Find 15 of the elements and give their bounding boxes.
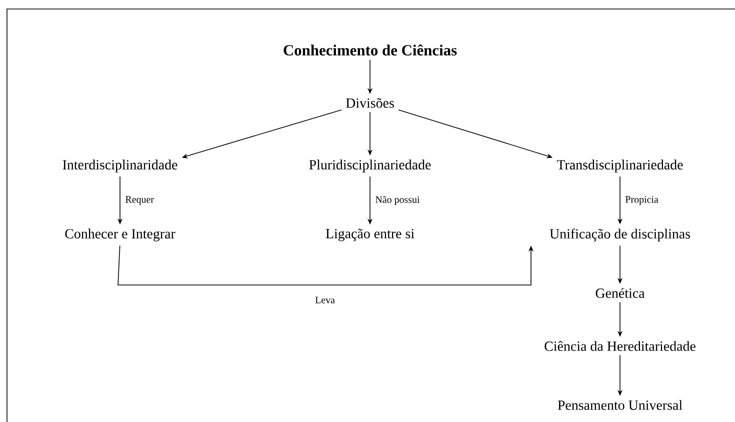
concept-text: Pensamento Universal — [558, 400, 682, 410]
concept-text: Pluridisciplinariedade — [309, 160, 431, 172]
concept-text: Ciência da Hereditariedade — [544, 341, 696, 351]
concept-text: Conhecer e Integrar — [65, 228, 176, 242]
title: Conhecimento de Ciências — [284, 44, 457, 56]
concept-text: Divisões — [346, 98, 394, 108]
concept-text: Unificação de disciplinas — [550, 228, 690, 242]
edge-label: Não possui — [375, 196, 420, 205]
edge-label: Leva — [315, 296, 335, 304]
concept-text: Interdisciplinaridade — [62, 160, 178, 172]
edge-label: Propicia — [625, 196, 658, 205]
concept-text: Genética — [596, 288, 645, 298]
concept-text: Transdisciplinariedade — [556, 160, 683, 172]
edge-label: Requer — [125, 196, 154, 205]
concept-text: Ligação entre si — [326, 228, 414, 242]
